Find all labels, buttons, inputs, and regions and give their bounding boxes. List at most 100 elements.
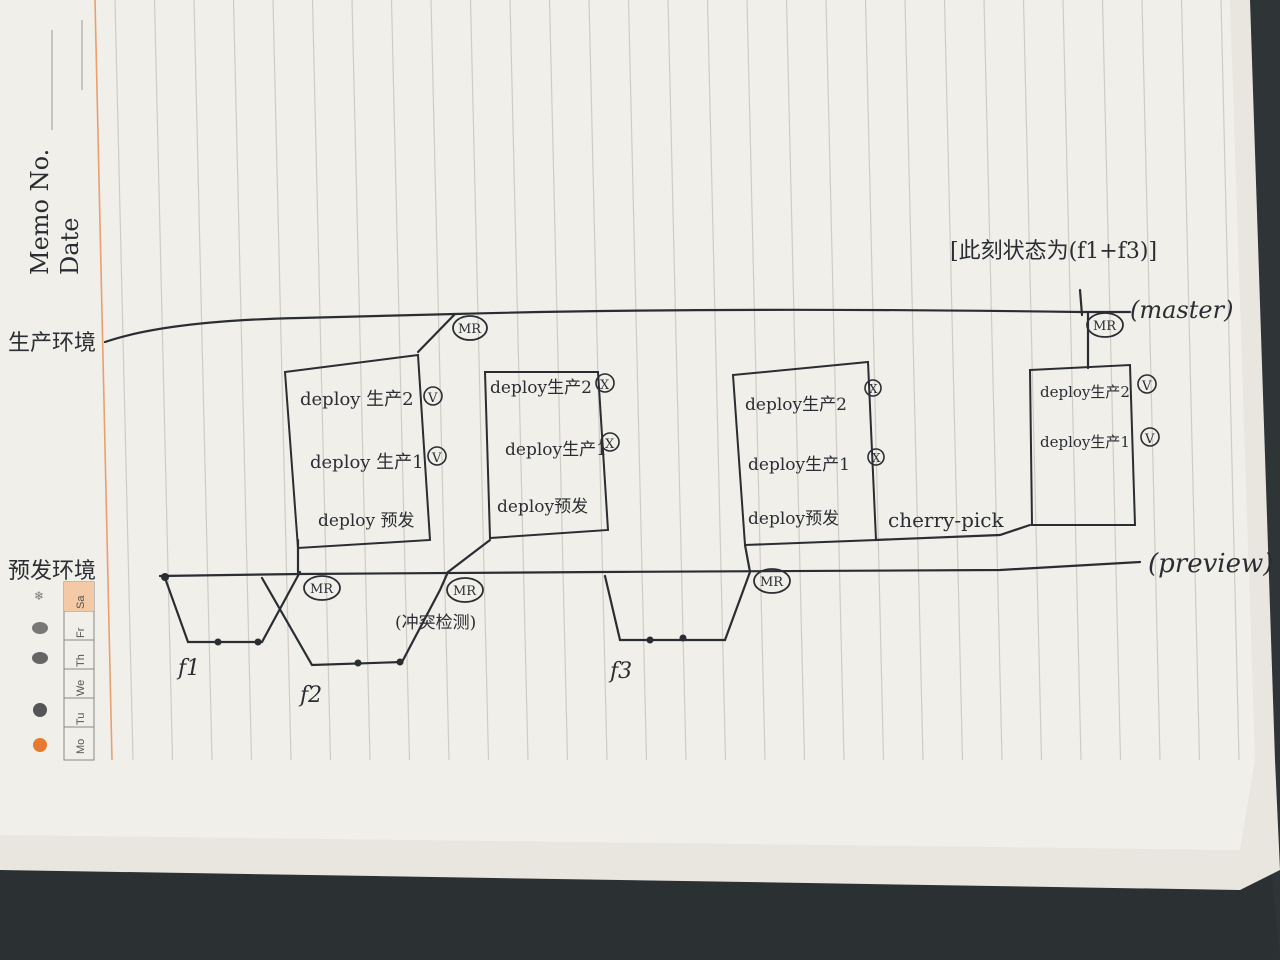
feature-f3-label: f3 [608,659,632,684]
mr-badge-2-text: MR [310,582,334,597]
box-4-row-1: deploy生产2 [1040,383,1130,401]
page-rule [548,0,569,761]
partly-cloudy-icon [33,703,47,717]
page-header: Memo No. Date [26,149,84,275]
box-1-row-2-mark: V [431,451,442,466]
f3-branch [603,570,752,642]
master-line [103,308,1132,344]
page-rule [1062,0,1082,761]
feature-f1-label: f1 [176,656,200,681]
box-3-content: deploy生产2 X deploy生产1 X deploy预发 [745,379,885,529]
box2-stem [446,538,492,574]
production-env-label: 生产环境 [8,331,96,356]
mr-badge-5 [1086,312,1124,338]
page-rule [1180,0,1201,761]
state-arrow [1078,288,1084,317]
mr-badge-3 [446,577,484,603]
deploy-boxes [283,353,1137,550]
box-3-row-2-mark: X [872,451,881,465]
conflict-check-label: (冲突检测) [395,613,476,633]
mr-badge-3-text: MR [453,584,477,599]
box-1-content: deploy 生产2 V deploy 生产1 V deploy 预发 [300,386,447,531]
mr-badge-5-text: MR [1093,319,1117,334]
page-rule [1220,0,1240,761]
box-1-row-1-mark: V [427,391,438,406]
box-1 [283,353,432,550]
box-2 [483,371,610,540]
page-rule [390,0,411,761]
box-4-row-1-mark: V [1141,379,1152,394]
mr-badge-1-text: MR [458,322,482,337]
box-4-row-2: deploy生产1 [1040,433,1130,451]
page-rule [469,0,490,761]
page-rule [825,0,845,761]
preview-env-label: 预发环境 [8,559,96,584]
mr-badges: MR MR MR MR MR [303,312,1124,603]
box3-stem [743,543,752,574]
box-1-row-3: deploy 预发 [318,511,415,531]
page-rule [153,0,174,761]
page-rule [114,0,134,761]
mr-badge-4-text: MR [760,575,784,590]
page-rule [351,0,371,761]
page [0,0,1255,850]
margin-line [94,0,113,761]
box-2-row-2-mark: X [605,437,615,452]
page-rule [193,0,213,761]
page-rule [904,0,924,761]
snow-icon: ❄ [34,589,44,603]
box-3-row-3: deploy预发 [748,509,839,529]
preview-branch-label: (preview) [1148,549,1273,579]
box-3 [731,360,878,547]
box-1-row-1: deploy 生产2 [300,389,414,410]
box1-to-master [416,312,457,354]
weekday-we: We [75,680,87,696]
weekday-sa: Sa [75,595,87,609]
box-2-content: deploy生产2 X deploy生产1 X deploy预发 [490,373,620,517]
box-3-row-1-mark: X [869,382,878,396]
box-4-row-2-mark: V [1144,432,1155,447]
box-2-row-2: deploy生产1 [505,440,607,460]
weekday-tu: Tu [75,713,87,725]
page-rule [232,0,253,761]
box-2-row-3: deploy预发 [497,497,588,517]
mr-badge-4 [753,568,791,594]
box-4 [1028,363,1137,526]
page-rule [983,0,1003,761]
page-rule [272,0,292,761]
sun-icon [33,738,47,752]
box-3-row-2: deploy生产1 [748,455,850,475]
box-1-row-2: deploy 生产1 [310,452,424,473]
state-note: [此刻状态为(f1+f3)] [950,239,1157,264]
page-rule [746,0,766,761]
rain-icon [32,622,48,634]
mr-badge-1 [452,315,488,341]
box-3-row-1: deploy生产2 [745,395,847,415]
weekday-fr: Fr [75,627,87,638]
page-rule [1141,0,1161,761]
box-2-row-1-mark: X [600,378,610,393]
page-rule [785,0,806,761]
cloud-icon [32,652,48,664]
page-rule [509,0,529,761]
branch-lines [103,288,1142,667]
page-rule [311,0,332,761]
page-rule [943,0,964,761]
page-rule [1022,0,1043,761]
page-rule [430,0,450,761]
commit-dots [161,573,687,667]
f1-branch [163,570,302,644]
mr-badge-2 [303,575,341,601]
cherry-pick-line [873,523,1032,542]
box-4-content: deploy生产2 V deploy生产1 V [1040,374,1160,451]
memo-label: Memo No. [26,149,54,275]
cherry-pick-label: cherry-pick [888,508,1004,532]
weekday-th: Th [75,654,87,667]
weekday-mo: Mo [75,739,87,754]
page-rule [627,0,648,761]
master-branch-label: (master) [1130,296,1233,324]
page-rule [667,0,687,761]
weekday-strip: Mo Tu We Th Fr Sa ❄ [32,581,95,761]
